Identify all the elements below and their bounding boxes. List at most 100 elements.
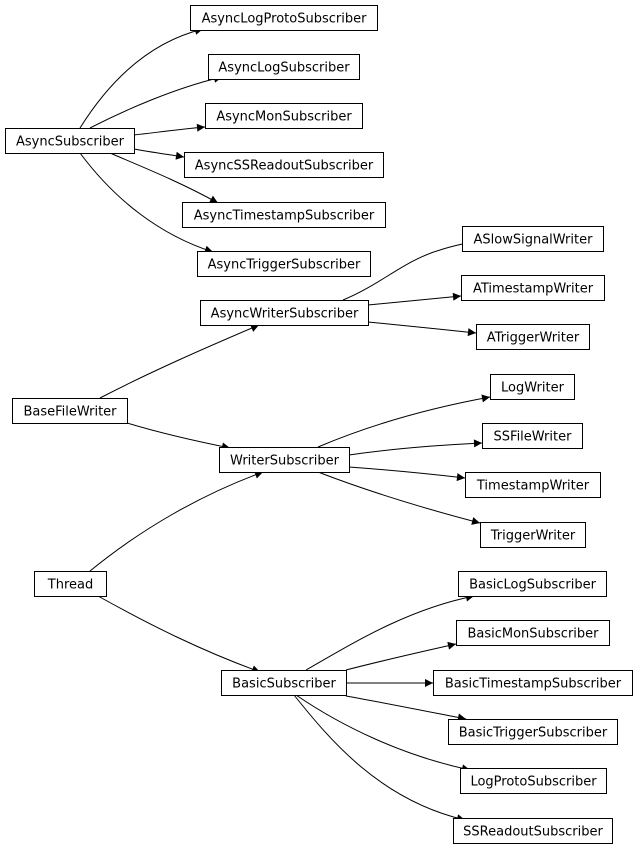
node-box <box>219 447 350 473</box>
node-box <box>34 571 107 597</box>
class-node-ss-readout-subscriber: SSReadoutSubscriber <box>453 818 613 844</box>
node-label: BasicTimestampSubscriber <box>445 677 622 692</box>
class-node-async-timestamp-subscriber: AsyncTimestampSubscriber <box>182 202 386 228</box>
node-box <box>462 226 604 252</box>
edge-thread-to-writer-subscriber <box>89 470 264 572</box>
node-label: AsyncSSReadoutSubscriber <box>195 159 374 174</box>
node-label: AsyncLogProtoSubscriber <box>202 12 368 27</box>
node-box <box>453 818 613 844</box>
edge-async-subscriber-to-async-trigger-subscriber <box>79 152 214 254</box>
node-box <box>456 620 610 646</box>
edge-async-writer-subscriber-to-a-slow-signal-writer <box>342 239 473 301</box>
edge-thread-to-basic-subscriber <box>97 595 261 674</box>
nodes-layer: AsyncLogProtoSubscriberAsyncLogSubscribe… <box>5 5 633 844</box>
node-label: AsyncSubscriber <box>16 135 125 150</box>
edge-async-subscriber-to-async-mon-subscriber <box>133 123 206 136</box>
node-label: BasicSubscriber <box>232 677 336 692</box>
node-box <box>197 251 371 277</box>
node-box <box>433 670 633 696</box>
edge-async-writer-subscriber-to-a-trigger-writer <box>367 321 477 337</box>
class-node-async-ss-readout-subscriber: AsyncSSReadoutSubscriber <box>184 152 384 178</box>
node-label: BasicMonSubscriber <box>467 627 599 642</box>
edge-basic-subscriber-to-log-proto-subscriber <box>295 694 471 773</box>
node-box <box>200 300 369 326</box>
edge-async-subscriber-to-async-log-proto-subscriber <box>79 27 204 129</box>
node-label: SSFileWriter <box>494 430 573 445</box>
class-node-thread: Thread <box>34 571 107 597</box>
class-node-a-timestamp-writer: ATimestampWriter <box>461 275 605 301</box>
node-box <box>184 152 384 178</box>
edge-basic-subscriber-to-basic-trigger-subscriber <box>345 695 467 722</box>
class-node-async-mon-subscriber: AsyncMonSubscriber <box>205 103 363 129</box>
class-node-basic-trigger-subscriber: BasicTriggerSubscriber <box>448 719 618 745</box>
edge-base-file-writer-to-async-writer-subscriber <box>99 324 260 399</box>
node-box <box>490 374 575 400</box>
node-label: AsyncMonSubscriber <box>216 110 352 125</box>
node-label: TriggerWriter <box>490 529 576 544</box>
node-label: Thread <box>47 578 93 593</box>
class-node-async-log-proto-subscriber: AsyncLogProtoSubscriber <box>190 5 378 31</box>
class-node-ss-file-writer: SSFileWriter <box>482 423 583 449</box>
edge-async-subscriber-to-async-ss-readout-subscriber <box>133 148 185 160</box>
edge-writer-subscriber-to-ss-file-writer <box>348 439 483 456</box>
class-node-basic-log-subscriber: BasicLogSubscriber <box>458 571 607 597</box>
node-label: SSReadoutSubscriber <box>463 825 603 840</box>
node-box <box>482 423 583 449</box>
class-node-basic-subscriber: BasicSubscriber <box>221 670 347 696</box>
edge-writer-subscriber-to-trigger-writer <box>317 471 481 525</box>
class-node-a-trigger-writer: ATriggerWriter <box>476 324 590 350</box>
node-box <box>448 719 618 745</box>
class-node-basic-timestamp-subscriber: BasicTimestampSubscriber <box>433 670 633 696</box>
node-box <box>208 54 360 80</box>
edge-async-subscriber-to-async-log-subscriber <box>89 74 223 129</box>
node-box <box>460 768 607 794</box>
edge-writer-subscriber-to-log-writer <box>317 394 491 448</box>
node-label: AsyncWriterSubscriber <box>211 307 359 322</box>
node-box <box>12 398 128 424</box>
class-node-a-slow-signal-writer: ASlowSignalWriter <box>462 226 604 252</box>
class-node-writer-subscriber: WriterSubscriber <box>219 447 350 473</box>
edge-async-subscriber-to-async-timestamp-subscriber <box>109 152 219 204</box>
class-node-async-subscriber: AsyncSubscriber <box>5 128 135 154</box>
node-label: ATriggerWriter <box>487 331 580 346</box>
node-label: ATimestampWriter <box>473 282 594 297</box>
node-box <box>476 324 590 350</box>
class-node-base-file-writer: BaseFileWriter <box>12 398 128 424</box>
node-label: BasicTriggerSubscriber <box>459 726 608 741</box>
class-node-basic-mon-subscriber: BasicMonSubscriber <box>456 620 610 646</box>
node-label: ASlowSignalWriter <box>474 233 594 248</box>
node-label: LogWriter <box>501 381 565 396</box>
node-label: WriterSubscriber <box>230 454 340 469</box>
edge-basic-subscriber-to-ss-readout-subscriber <box>293 694 466 823</box>
node-box <box>205 103 363 129</box>
node-label: AsyncTriggerSubscriber <box>208 258 361 273</box>
node-box <box>5 128 135 154</box>
node-label: AsyncTimestampSubscriber <box>194 209 375 224</box>
node-label: TimestampWriter <box>476 479 590 494</box>
edge-base-file-writer-to-writer-subscriber <box>126 422 231 451</box>
node-box <box>458 571 607 597</box>
class-node-async-log-subscriber: AsyncLogSubscriber <box>208 54 360 80</box>
edge-writer-subscriber-to-timestamp-writer <box>348 466 466 482</box>
node-box <box>465 472 601 498</box>
edges-layer <box>79 27 491 823</box>
node-label: LogProtoSubscriber <box>470 775 597 790</box>
node-box <box>190 5 378 31</box>
node-label: BaseFileWriter <box>23 405 117 420</box>
class-node-trigger-writer: TriggerWriter <box>480 522 586 548</box>
class-node-async-writer-subscriber: AsyncWriterSubscriber <box>200 300 369 326</box>
class-node-log-writer: LogWriter <box>490 374 575 400</box>
node-label: AsyncLogSubscriber <box>218 61 350 76</box>
class-node-async-trigger-subscriber: AsyncTriggerSubscriber <box>197 251 371 277</box>
node-label: BasicLogSubscriber <box>469 578 597 593</box>
edge-basic-subscriber-to-basic-log-subscriber <box>305 593 475 671</box>
edge-basic-subscriber-to-basic-mon-subscriber <box>345 641 457 671</box>
node-box <box>221 670 347 696</box>
node-box <box>480 522 586 548</box>
class-node-timestamp-writer: TimestampWriter <box>465 472 601 498</box>
node-box <box>182 202 386 228</box>
node-box <box>461 275 605 301</box>
class-node-log-proto-subscriber: LogProtoSubscriber <box>460 768 607 794</box>
